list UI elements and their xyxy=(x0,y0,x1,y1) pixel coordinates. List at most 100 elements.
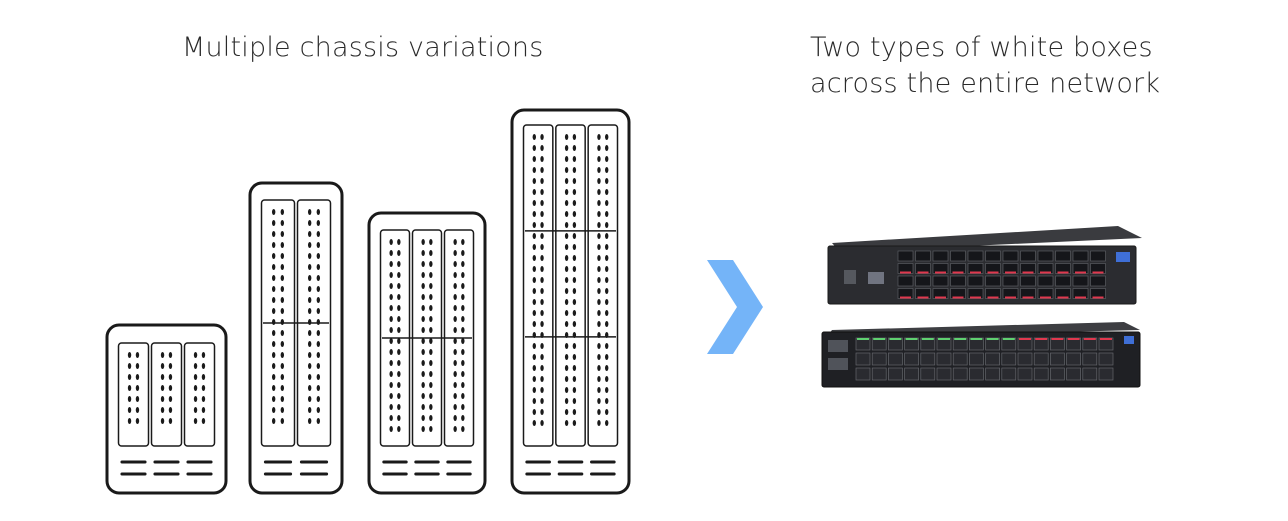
port-dot xyxy=(271,352,276,358)
port-dot xyxy=(316,341,321,347)
port-dot xyxy=(564,321,569,327)
port-dot xyxy=(597,321,601,327)
device-1u-port-grid xyxy=(828,337,1114,381)
port-dot xyxy=(271,231,276,237)
port-dot xyxy=(389,305,393,311)
qsfp-port xyxy=(967,275,984,287)
sfp-port xyxy=(904,367,919,381)
right-heading-line-2: across the entire network xyxy=(810,68,1161,99)
port-dot xyxy=(397,272,401,278)
port-dot xyxy=(461,316,465,322)
sfp-port xyxy=(855,352,871,366)
port-dot xyxy=(389,294,393,300)
port-dot xyxy=(532,299,536,305)
port-dot xyxy=(127,385,132,391)
port-dot xyxy=(397,349,401,355)
port-dot xyxy=(193,352,198,358)
port-dot xyxy=(307,319,312,325)
port-dot xyxy=(307,286,312,292)
port-led xyxy=(917,296,929,299)
port-dot xyxy=(572,156,577,162)
port-dot xyxy=(564,343,569,349)
port-dot xyxy=(316,297,321,303)
port-dot xyxy=(307,363,312,369)
port-dot xyxy=(453,305,457,311)
port-led xyxy=(1035,338,1048,340)
port-led xyxy=(889,338,902,340)
port-dot xyxy=(316,407,321,413)
sfp-port xyxy=(1001,352,1017,366)
port-dot xyxy=(429,426,433,432)
port-dot xyxy=(389,272,393,278)
port-dot xyxy=(421,327,425,333)
port-led xyxy=(1067,338,1080,340)
port-dot xyxy=(605,288,609,294)
port-led xyxy=(857,338,869,340)
port-dot xyxy=(564,233,569,239)
qsfp-port xyxy=(1090,250,1106,262)
port-dot xyxy=(453,272,457,278)
line-card-frame xyxy=(117,342,150,447)
port-led xyxy=(1075,271,1086,274)
port-dot xyxy=(397,404,401,410)
sfp-port xyxy=(952,367,968,381)
port-dot xyxy=(280,209,285,215)
port-led xyxy=(954,338,967,340)
port-dot xyxy=(453,415,457,421)
port-dot xyxy=(271,242,276,248)
port-dot xyxy=(389,316,393,322)
port-led xyxy=(952,271,964,274)
port-dot xyxy=(597,409,601,415)
port-dot xyxy=(397,338,401,344)
port-dot xyxy=(597,365,601,371)
sfp-port xyxy=(871,367,887,381)
port-dot xyxy=(572,211,577,217)
port-dot xyxy=(135,396,140,402)
port-led xyxy=(987,296,999,299)
port-dot xyxy=(605,145,609,151)
port-dot xyxy=(389,338,393,344)
port-dot xyxy=(429,360,433,366)
port-dot xyxy=(532,398,536,404)
port-dot xyxy=(597,266,601,272)
qsfp-port xyxy=(1020,250,1036,262)
port-dot xyxy=(307,297,312,303)
port-dot xyxy=(564,365,569,371)
qsfp-port xyxy=(1055,250,1071,262)
port-dot xyxy=(389,283,393,289)
qsfp-port xyxy=(897,250,914,262)
port-dot xyxy=(421,404,425,410)
port-dot xyxy=(540,222,544,228)
qsfp-port xyxy=(1002,275,1019,287)
port-dot xyxy=(135,374,140,380)
port-dot xyxy=(453,404,457,410)
port-dot xyxy=(540,145,544,151)
port-dot xyxy=(271,396,276,402)
port-dot xyxy=(461,338,465,344)
port-dot xyxy=(605,310,609,316)
port-dot xyxy=(389,360,393,366)
qsfp-port xyxy=(1037,275,1054,287)
port-dot xyxy=(389,327,393,333)
port-dot xyxy=(389,261,393,267)
port-dot xyxy=(168,363,173,369)
port-led xyxy=(1022,296,1034,299)
port-dot xyxy=(572,409,577,415)
port-dot xyxy=(597,354,601,360)
port-dot xyxy=(280,297,285,303)
port-dot xyxy=(453,261,457,267)
port-dot xyxy=(429,239,433,245)
qsfp-port xyxy=(985,275,1001,287)
port-led xyxy=(1057,271,1069,274)
port-dot xyxy=(429,283,433,289)
white-box-device-1u xyxy=(821,322,1141,388)
port-dot xyxy=(572,387,577,393)
port-dot xyxy=(597,134,601,140)
port-dot xyxy=(540,310,544,316)
port-dot xyxy=(316,319,321,325)
port-dot xyxy=(540,343,544,349)
port-dot xyxy=(453,294,457,300)
port-dot xyxy=(564,409,569,415)
port-dot xyxy=(540,398,544,404)
port-dot xyxy=(316,231,321,237)
